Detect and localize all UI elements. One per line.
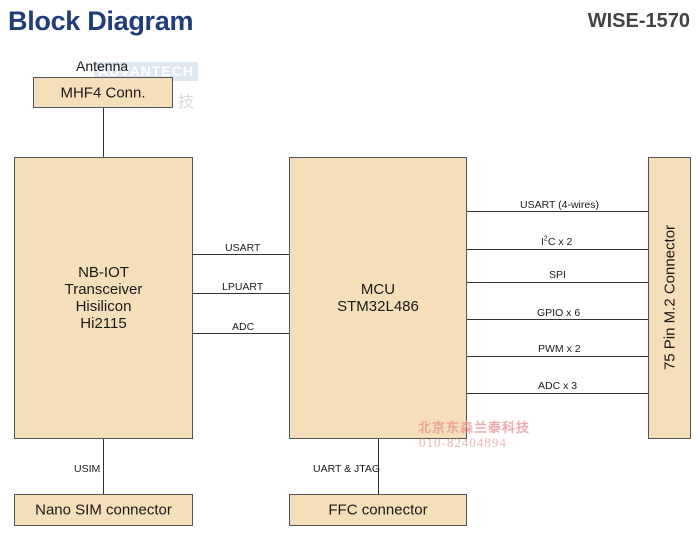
link-line-adc [193, 333, 289, 334]
usim-link [103, 439, 104, 494]
nano-sim-connector-box: Nano SIM connector [14, 494, 193, 526]
ffc-connector-box: FFC connector [289, 494, 467, 526]
nbiot-line-3: Hisilicon [75, 298, 132, 315]
m2-link-label-usart: USART (4-wires) [520, 199, 599, 211]
m2-link-label-gpio: GPIO x 6 [537, 307, 581, 319]
mcu-line-1: MCU [360, 281, 396, 298]
link-label-lpuart: LPUART [222, 281, 264, 293]
antenna-connector-label: MHF4 Conn. [60, 84, 146, 101]
m2-link-line-spi [467, 282, 648, 283]
m2-link-line-usart [467, 211, 648, 212]
nbiot-line-1: NB-IOT [78, 264, 129, 281]
nbiot-line-2: Transceiver [64, 281, 143, 298]
page-title: Block Diagram [8, 6, 194, 36]
m2-connector-label: 75 Pin M.2 Connector [661, 224, 679, 371]
mcu-line-2: STM32L486 [337, 298, 419, 315]
antenna-link [103, 108, 104, 158]
usim-label: USIM [74, 463, 101, 475]
nbiot-line-4: Hi2115 [80, 315, 127, 332]
model-name: WISE-1570 [587, 10, 690, 32]
antenna-connector-box: MHF4 Conn. [33, 77, 173, 108]
m2-link-line-adc [467, 393, 648, 394]
nbiot-transceiver-box: NB-IOT Transceiver Hisilicon Hi2115 [14, 157, 193, 439]
m2-link-label-adc: ADC x 3 [538, 380, 578, 392]
watermark-phone: 010-82404894 [419, 435, 507, 450]
nano-sim-connector-label: Nano SIM connector [35, 501, 172, 519]
watermark-logo: ADVANTECH [94, 62, 198, 81]
m2-link-line-pwm [467, 356, 648, 357]
m2-link-line-i2c [467, 249, 648, 250]
m2-link-line-gpio [467, 319, 648, 320]
mcu-box: MCU STM32L486 [289, 157, 467, 439]
m2-link-label-pwm: PWM x 2 [538, 343, 581, 355]
link-label-usart: USART [225, 242, 261, 254]
ffc-connector-label: FFC connector [328, 501, 428, 519]
uart-jtag-label: UART & JTAG [313, 463, 381, 475]
link-line-usart [193, 254, 289, 255]
link-line-lpuart [193, 293, 289, 294]
m2-link-label-i2c: I2C x 2 [541, 235, 573, 249]
antenna-caption: Antenna [76, 58, 129, 74]
uart-jtag-link [378, 439, 379, 494]
watermark-company: 北京东森兰泰科技 [418, 420, 531, 435]
link-label-adc: ADC [232, 321, 255, 333]
m2-connector-box: 75 Pin M.2 Connector [648, 157, 691, 439]
m2-link-label-spi: SPI [549, 269, 566, 281]
